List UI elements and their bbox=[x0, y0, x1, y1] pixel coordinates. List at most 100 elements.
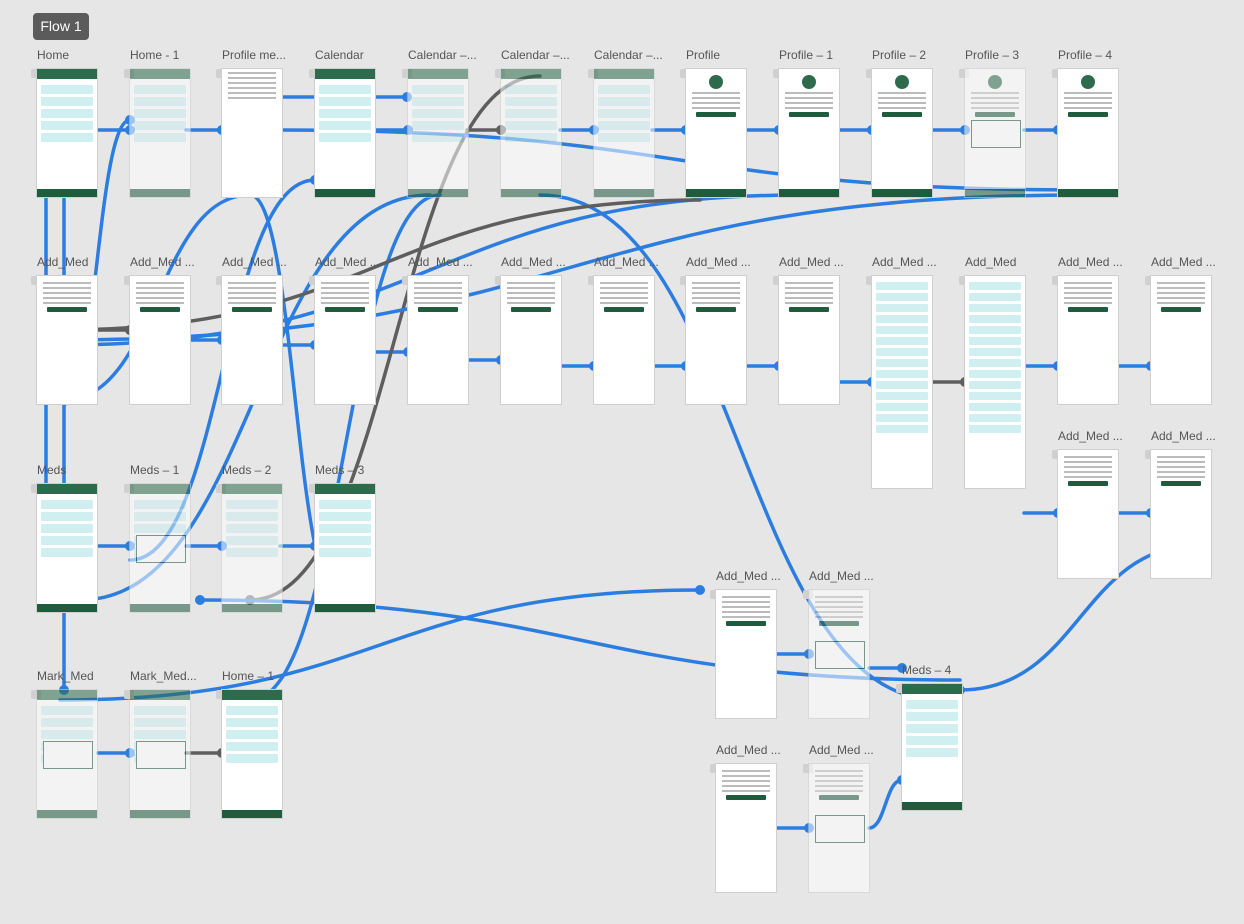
screen-thumbnail bbox=[315, 484, 375, 612]
screen-thumbnail bbox=[779, 69, 839, 197]
screen-label: Add_Med bbox=[965, 255, 1017, 269]
screen-thumbnail bbox=[809, 764, 869, 892]
screen-label: Profile – 4 bbox=[1058, 48, 1113, 62]
flow-connector[interactable] bbox=[248, 193, 442, 702]
frame-tab bbox=[1052, 69, 1062, 78]
screen-frame[interactable]: Calendar bbox=[309, 48, 375, 197]
frame-tab bbox=[773, 69, 783, 78]
screen-frame[interactable]: Add_Med ... bbox=[680, 255, 751, 404]
frame-tab bbox=[31, 69, 41, 78]
frame-tab bbox=[216, 276, 226, 285]
screen-thumbnail bbox=[315, 69, 375, 197]
screen-frame[interactable]: Add_Med ... bbox=[710, 743, 781, 892]
flow-connector[interactable] bbox=[248, 74, 542, 602]
screen-frame[interactable]: Meds bbox=[31, 463, 97, 612]
screen-frame[interactable]: Add_Med ... bbox=[495, 255, 566, 404]
screen-frame[interactable]: Add_Med ... bbox=[803, 569, 874, 718]
screen-frame[interactable]: Home – 1 bbox=[216, 669, 282, 818]
screen-thumbnail bbox=[965, 276, 1025, 488]
frame-tab bbox=[402, 69, 412, 78]
screen-thumbnail bbox=[315, 276, 375, 404]
screen-thumbnail bbox=[809, 590, 869, 718]
screen-label: Profile me... bbox=[222, 48, 287, 62]
screen-label: Add_Med ... bbox=[716, 743, 781, 757]
screen-frame[interactable]: Add_Med bbox=[959, 255, 1025, 488]
screen-label: Add_Med ... bbox=[315, 255, 380, 269]
frame-tab bbox=[402, 276, 412, 285]
screen-frame[interactable]: Add_Med ... bbox=[309, 255, 380, 404]
connector-handle[interactable] bbox=[195, 595, 205, 605]
frame-tab bbox=[680, 276, 690, 285]
screen-frame[interactable]: Add_Med ... bbox=[124, 255, 195, 404]
screen-frame[interactable]: Add_Med ... bbox=[866, 255, 937, 488]
screen-frame[interactable]: Profile – 2 bbox=[866, 48, 932, 197]
screen-frame[interactable]: Meds – 2 bbox=[216, 463, 282, 612]
screen-frame[interactable]: Mark_Med bbox=[31, 669, 97, 818]
screen-frame[interactable]: Meds – 4 bbox=[896, 663, 962, 810]
frame-tab bbox=[124, 690, 134, 699]
flow-connector[interactable] bbox=[867, 778, 904, 830]
screen-frame[interactable]: Meds – 1 bbox=[124, 463, 190, 612]
frame-tab bbox=[1052, 450, 1062, 459]
screen-frame[interactable]: Add_Med ... bbox=[710, 569, 781, 718]
screen-frame[interactable]: Add_Med ... bbox=[773, 255, 844, 404]
frame-tab bbox=[803, 590, 813, 599]
frame-tab bbox=[710, 590, 720, 599]
screen-frame[interactable]: Profile – 3 bbox=[959, 48, 1025, 197]
screen-frame[interactable]: Calendar –... bbox=[588, 48, 663, 197]
screen-frame[interactable]: Profile bbox=[680, 48, 746, 197]
screen-label: Add_Med ... bbox=[809, 569, 874, 583]
frame-tab bbox=[866, 276, 876, 285]
screen-thumbnail bbox=[222, 484, 282, 612]
screen-frame[interactable]: Add_Med ... bbox=[803, 743, 874, 892]
screen-frame[interactable]: Home - 1 bbox=[124, 48, 190, 197]
screen-frame[interactable]: Add_Med ... bbox=[1145, 255, 1216, 404]
screen-thumbnail bbox=[902, 684, 962, 810]
screen-thumbnail bbox=[1058, 69, 1118, 197]
screen-frame[interactable]: Add_Med ... bbox=[402, 255, 473, 404]
screen-frame[interactable]: Meds – 3 bbox=[309, 463, 375, 612]
screen-frame[interactable]: Calendar –... bbox=[402, 48, 477, 197]
screen-thumbnail bbox=[222, 276, 282, 404]
screen-thumbnail bbox=[130, 690, 190, 818]
screen-thumbnail bbox=[965, 69, 1025, 197]
connector-handle[interactable] bbox=[897, 663, 907, 673]
frame-tab bbox=[866, 69, 876, 78]
screen-label: Add_Med ... bbox=[872, 255, 937, 269]
screen-thumbnail bbox=[501, 69, 561, 197]
screen-frame[interactable]: Calendar –... bbox=[495, 48, 570, 197]
frame-tab bbox=[124, 276, 134, 285]
screen-frame[interactable]: Mark_Med... bbox=[124, 669, 197, 818]
connector-handle[interactable] bbox=[695, 585, 705, 595]
screen-label: Meds – 2 bbox=[222, 463, 272, 477]
screen-frame[interactable]: Add_Med ... bbox=[216, 255, 287, 404]
screen-label: Profile bbox=[686, 48, 721, 62]
screen-frame[interactable]: Profile – 4 bbox=[1052, 48, 1118, 197]
screen-thumbnail bbox=[716, 764, 776, 892]
screen-frame[interactable]: Profile me... bbox=[216, 48, 286, 197]
screen-thumbnail bbox=[408, 276, 468, 404]
screen-frame[interactable]: Add_Med bbox=[31, 255, 97, 404]
screen-thumbnail bbox=[130, 69, 190, 197]
screen-frame[interactable]: Add_Med ... bbox=[1145, 429, 1216, 578]
flow-title-badge[interactable]: Flow 1 bbox=[33, 13, 89, 40]
screen-label: Add_Med ... bbox=[716, 569, 781, 583]
frame-tab bbox=[588, 276, 598, 285]
screen-frame[interactable]: Add_Med ... bbox=[1052, 255, 1123, 404]
frame-tab bbox=[216, 484, 226, 493]
screen-thumbnail bbox=[37, 484, 97, 612]
screen-frame[interactable]: Home bbox=[31, 48, 97, 197]
screen-thumbnail bbox=[716, 590, 776, 718]
screen-thumbnail bbox=[594, 69, 654, 197]
screen-frame[interactable]: Add_Med ... bbox=[1052, 429, 1123, 578]
screen-thumbnail bbox=[1151, 276, 1211, 404]
flow-connector[interactable] bbox=[278, 128, 1082, 192]
screen-thumbnail bbox=[1151, 450, 1211, 578]
flow-connector[interactable] bbox=[58, 193, 802, 347]
screen-frame[interactable]: Add_Med ... bbox=[588, 255, 659, 404]
screen-frame[interactable]: Profile – 1 bbox=[773, 48, 839, 197]
screen-thumbnail bbox=[779, 276, 839, 404]
screen-label: Profile – 3 bbox=[965, 48, 1020, 62]
frame-tab bbox=[896, 684, 906, 693]
screen-thumbnail bbox=[37, 690, 97, 818]
